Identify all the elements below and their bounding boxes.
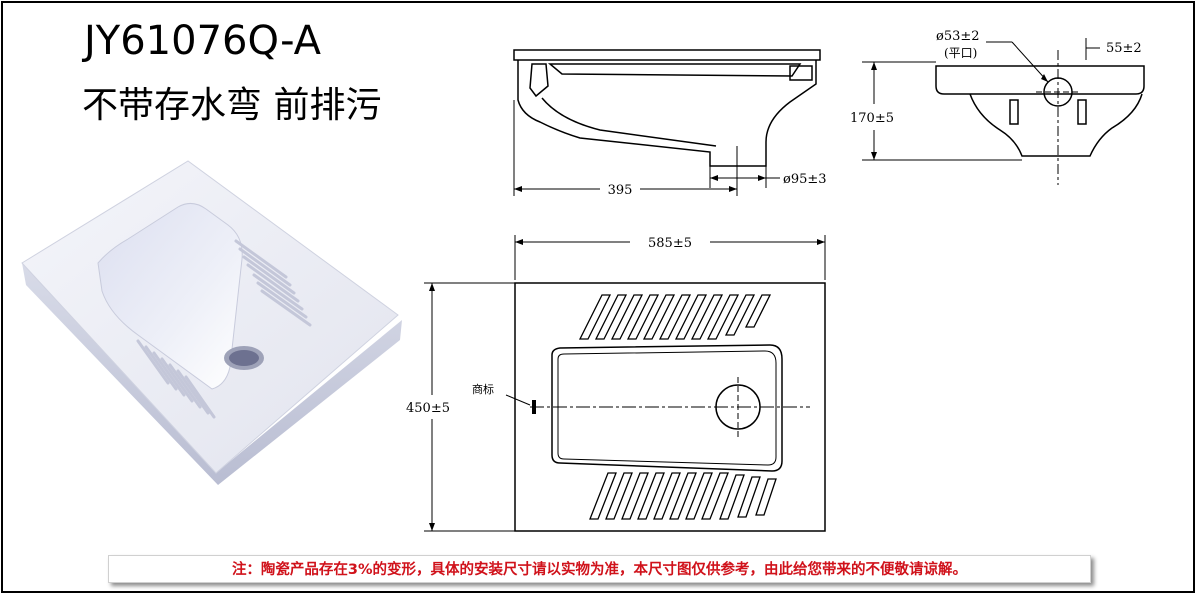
top-logo-label: 商标 — [472, 382, 494, 396]
model-number: JY61076Q-A — [84, 18, 321, 64]
disclaimer-box: 注：陶瓷产品存在3%的变形，具体的安装尺寸请以实物为准，本尺寸图仅供参考，由此给… — [108, 555, 1091, 583]
front-outlet-diameter-label: ø53±2 — [936, 29, 980, 44]
disclaimer-text: 注：陶瓷产品存在3%的变形，具体的安装尺寸请以实物为准，本尺寸图仅供参考，由此给… — [231, 562, 968, 578]
front-offset-label: 55±2 — [1106, 41, 1142, 56]
top-view-drawing: 585±5 450±5 商标 — [406, 235, 826, 532]
top-width-label: 585±5 — [648, 236, 692, 251]
product-photo — [21, 160, 402, 485]
side-outlet-label: ø95±3 — [783, 172, 827, 187]
side-view-drawing: 395 ø95±3 — [513, 49, 827, 198]
side-length-label: 395 — [608, 183, 633, 198]
product-subtitle: 不带存水弯 前排污 — [82, 85, 382, 126]
front-outlet-note: (平口) — [944, 46, 977, 60]
top-depth-label: 450±5 — [406, 401, 450, 416]
front-height-label: 170±5 — [850, 111, 894, 126]
front-view-drawing: ø53±2 (平口) 55±2 170±5 — [850, 29, 1145, 185]
